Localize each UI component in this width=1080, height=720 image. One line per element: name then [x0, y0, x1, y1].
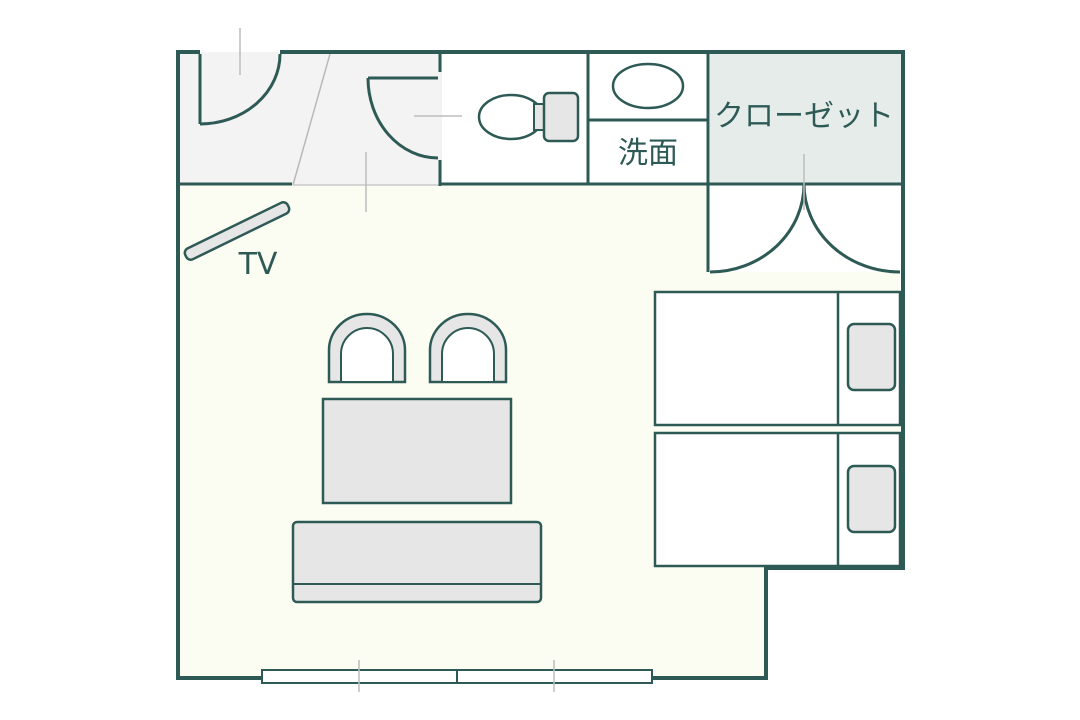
bed-bottom [653, 431, 902, 568]
toilet [477, 91, 580, 143]
main-room-floor [180, 185, 900, 676]
closet-label: クローゼット [714, 99, 894, 134]
closet-floor [710, 54, 902, 185]
outer-walls [176, 50, 905, 680]
entrance-door [198, 53, 282, 126]
armchair-right [428, 312, 508, 384]
sofa [291, 520, 543, 604]
entry-divider-line [292, 53, 331, 186]
bathroom-door [366, 76, 439, 160]
armchair-left [327, 312, 407, 384]
washroom-label: 洗面 [618, 136, 678, 171]
entry-floor [180, 52, 442, 185]
window [261, 669, 653, 684]
tv-label: TV [238, 247, 278, 282]
tv [183, 201, 291, 261]
closet-doors [709, 183, 901, 274]
wash-basin [611, 62, 685, 110]
table [321, 397, 513, 505]
bed-top [653, 290, 902, 427]
